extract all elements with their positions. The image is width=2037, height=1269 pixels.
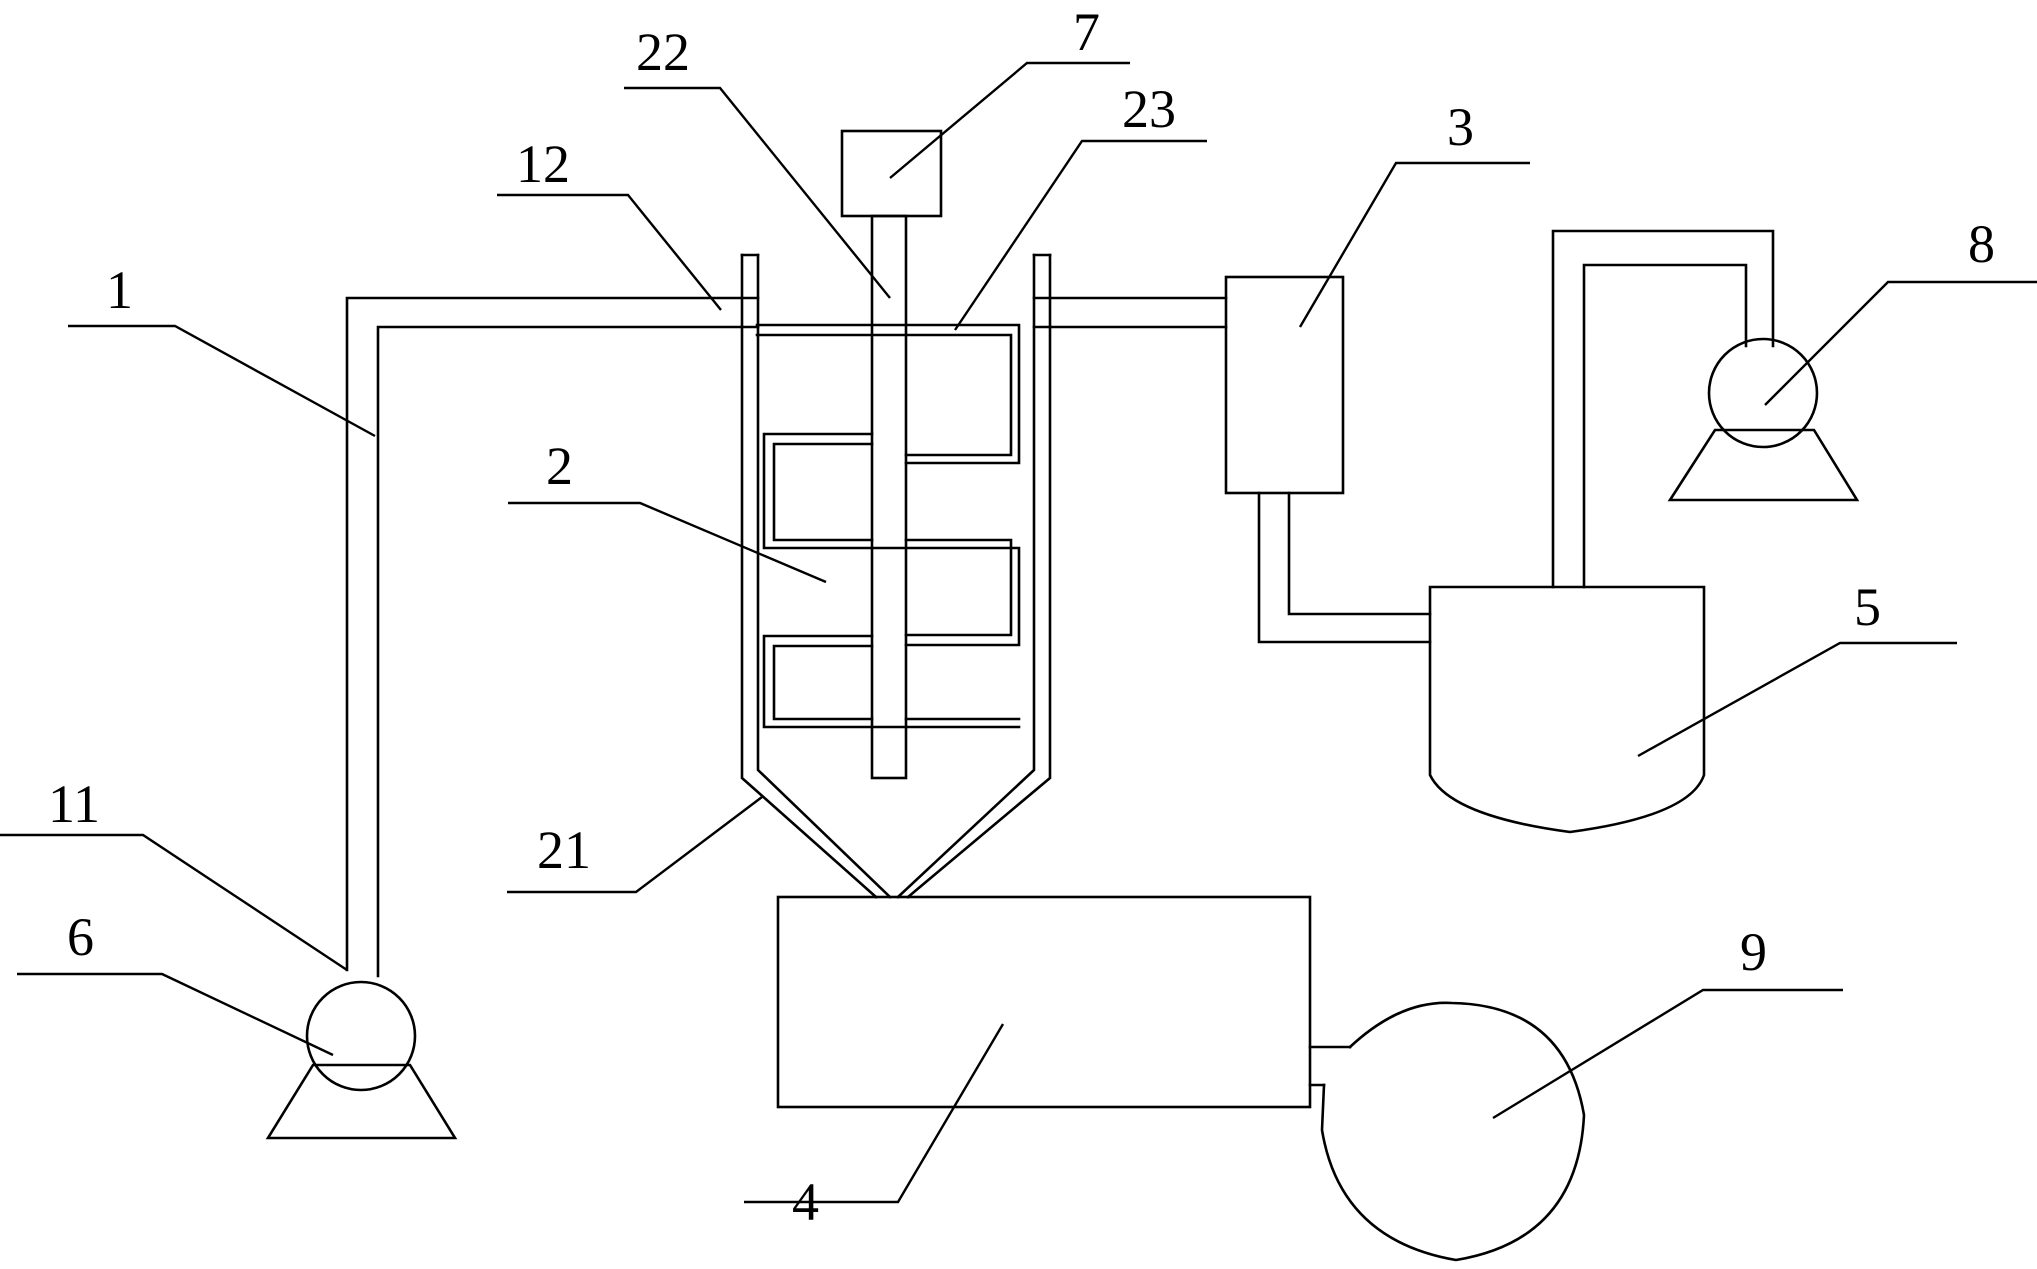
label-6: 6 (67, 907, 94, 967)
label-23: 23 (1122, 79, 1176, 139)
separator (1224, 275, 1345, 495)
stirring-shaft (870, 214, 908, 780)
feed-pipe (345, 296, 744, 978)
leader-lines (0, 61, 2037, 1204)
receiving-tank (776, 895, 1312, 1109)
collection-vessel (1428, 585, 1706, 834)
vessel-to-pump-pipe (1551, 229, 1775, 589)
label-7: 7 (1073, 2, 1100, 62)
helical-blades (755, 323, 1021, 729)
label-2: 2 (546, 436, 573, 496)
circular-tank (1320, 1001, 1586, 1262)
label-8: 8 (1968, 214, 1995, 274)
motor (840, 129, 943, 218)
label-12: 12 (516, 134, 570, 194)
label-21: 21 (537, 820, 591, 880)
label-5: 5 (1854, 577, 1881, 637)
reactor-vessel (740, 253, 1052, 899)
vacuum-pump (1667, 337, 1860, 502)
separator-to-vessel-pipe (1257, 491, 1432, 644)
label-22: 22 (636, 22, 690, 82)
reactor-outlet-pipe (1048, 296, 1228, 329)
tank-connector (1308, 1045, 1352, 1087)
label-1: 1 (106, 260, 133, 320)
label-11: 11 (48, 774, 100, 834)
label-9: 9 (1740, 922, 1767, 982)
label-4: 4 (792, 1172, 819, 1232)
label-3: 3 (1447, 97, 1474, 157)
feed-pump (265, 980, 458, 1140)
